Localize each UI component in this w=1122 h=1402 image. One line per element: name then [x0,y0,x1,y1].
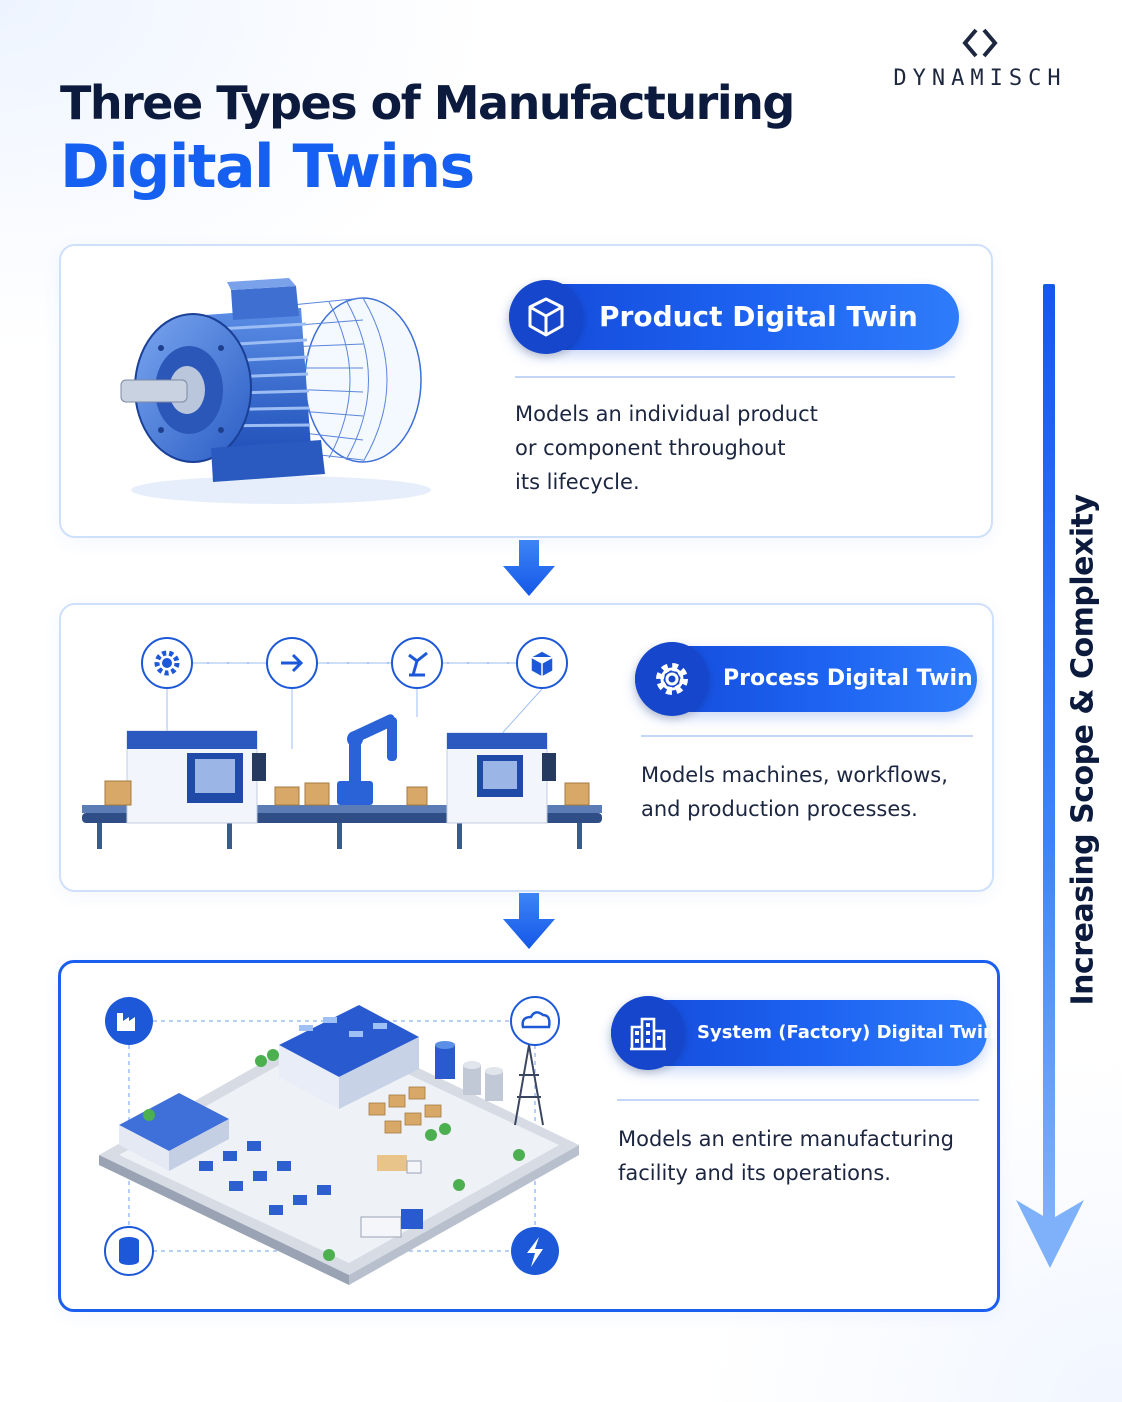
process-description: Models machines, workflows, and producti… [641,758,948,826]
product-description: Models an individual product or componen… [515,397,818,499]
cube-icon [528,297,564,337]
product-description-line: its lifecycle. [515,470,640,494]
factory-campus-illustration [99,996,579,1285]
process-pill: Process Digital Twin [635,642,977,716]
process-description-line: and production processes. [641,797,918,821]
process-divider [641,735,973,737]
product-pill: Product Digital Twin [509,280,959,354]
down-arrow-icon [503,893,555,949]
product-description-line: Models an individual product [515,402,818,426]
down-arrow-icon [503,540,555,596]
cube-icon-badge [509,280,583,354]
card-product-digital-twin: Product Digital Twin Models an individua… [59,244,993,538]
system-description-line: Models an entire manufacturing [618,1127,954,1151]
system-divider [617,1099,979,1101]
process-label: Process Digital Twin [723,666,973,691]
system-description-line: facility and its operations. [618,1161,891,1185]
page-title: Three Types of Manufacturing Digital Twi… [60,74,795,202]
buildings-icon-badge [611,996,685,1070]
scope-arrow-head-icon [1016,1200,1084,1268]
chevrons-logo-icon [962,28,998,58]
system-label: System (Factory) Digital Twin [697,1022,996,1043]
scope-label: Increasing Scope & Complexity [1065,494,1101,1006]
system-description: Models an entire manufacturing facility … [618,1122,954,1190]
process-description-line: Models machines, workflows, [641,763,948,787]
gear-icon [656,663,688,695]
buildings-icon [630,1017,666,1051]
product-label: Product Digital Twin [599,300,918,333]
scope-arrow-shaft [1043,284,1055,1224]
system-pill: System (Factory) Digital Twin [611,996,996,1070]
electric-motor-illustration [120,278,431,504]
card-system-digital-twin: System (Factory) Digital Twin Models an … [58,960,1000,1312]
brand-name: DYNAMISCH [893,66,1067,91]
production-line-illustration [82,637,602,849]
product-description-line: or component throughout [515,436,786,460]
gear-icon-badge [635,642,709,716]
title-line-2: Digital Twins [60,132,475,202]
brand-logo: DYNAMISCH [860,26,1100,91]
title-line-1: Three Types of Manufacturing [60,76,795,130]
card-process-digital-twin: Process Digital Twin Models machines, wo… [59,603,994,892]
product-divider [515,376,955,378]
